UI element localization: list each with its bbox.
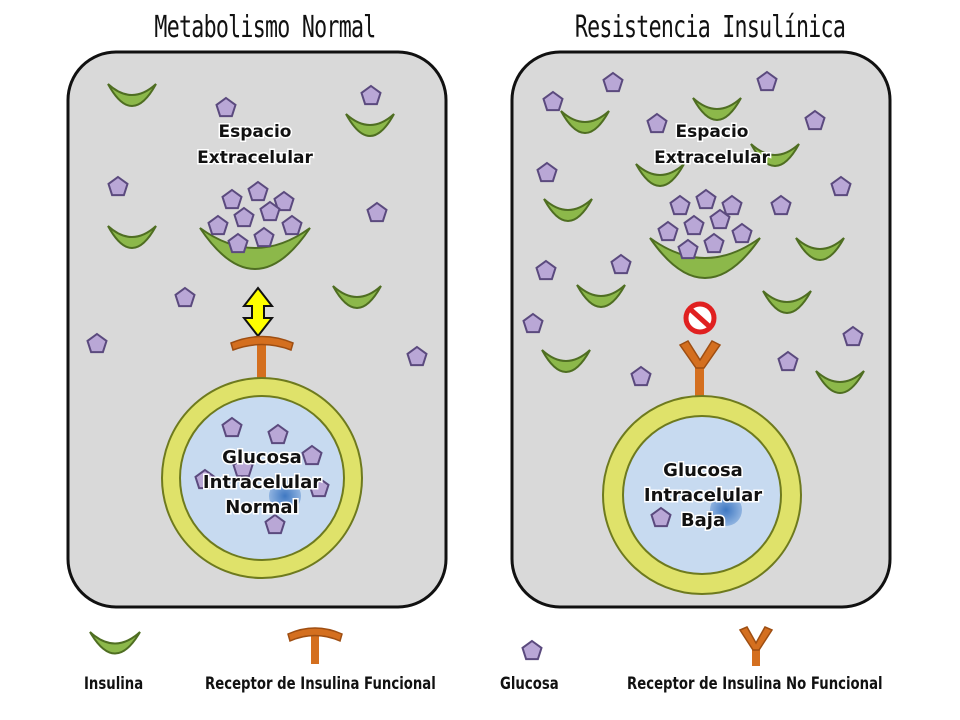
- legend-glucose-icon: [521, 640, 543, 661]
- blocked-icon: [683, 301, 717, 335]
- panel-normal: Espacio Extracelular Glucosa Intracelula…: [66, 50, 448, 609]
- cell-normal: [161, 377, 363, 579]
- title-insulin-resistance: Resistencia Insulínica: [574, 10, 846, 45]
- legend-nonfunctional-receptor-label: Receptor de Insulina No Funcional: [627, 674, 883, 694]
- panel-resistance: Espacio Extracelular Glucosa Intracelula…: [510, 50, 892, 609]
- legend-insulin-icon: [89, 631, 141, 655]
- cell-label-left-3: Normal: [225, 497, 298, 518]
- cell-label-left-1: Glucosa: [222, 447, 302, 468]
- extracellular-label-right-1: Espacio: [676, 122, 749, 142]
- functional-receptor-icon: [230, 335, 294, 386]
- extracellular-label-left-2: Extracelular: [197, 148, 313, 168]
- cell-low-glucose: [602, 395, 802, 595]
- cell-label-right-1: Glucosa: [663, 460, 743, 481]
- cell-label-right-3: Baja: [681, 510, 725, 531]
- extracellular-label-left-1: Espacio: [219, 122, 292, 142]
- nonfunctional-receptor-icon: [678, 340, 722, 398]
- cell-label-right-2: Intracelular: [644, 485, 762, 506]
- cell-label-left-2: Intracelular: [203, 472, 321, 493]
- legend-functional-receptor-label: Receptor de Insulina Funcional: [205, 674, 436, 694]
- legend-functional-receptor-icon: [287, 627, 343, 664]
- legend-nonfunctional-receptor-icon: [738, 626, 774, 666]
- legend-glucose-label: Glucosa: [500, 674, 559, 694]
- legend-insulin-label: Insulina: [84, 674, 144, 694]
- extracellular-label-right-2: Extracelular: [654, 148, 770, 168]
- title-normal-metabolism: Metabolismo Normal: [154, 10, 376, 45]
